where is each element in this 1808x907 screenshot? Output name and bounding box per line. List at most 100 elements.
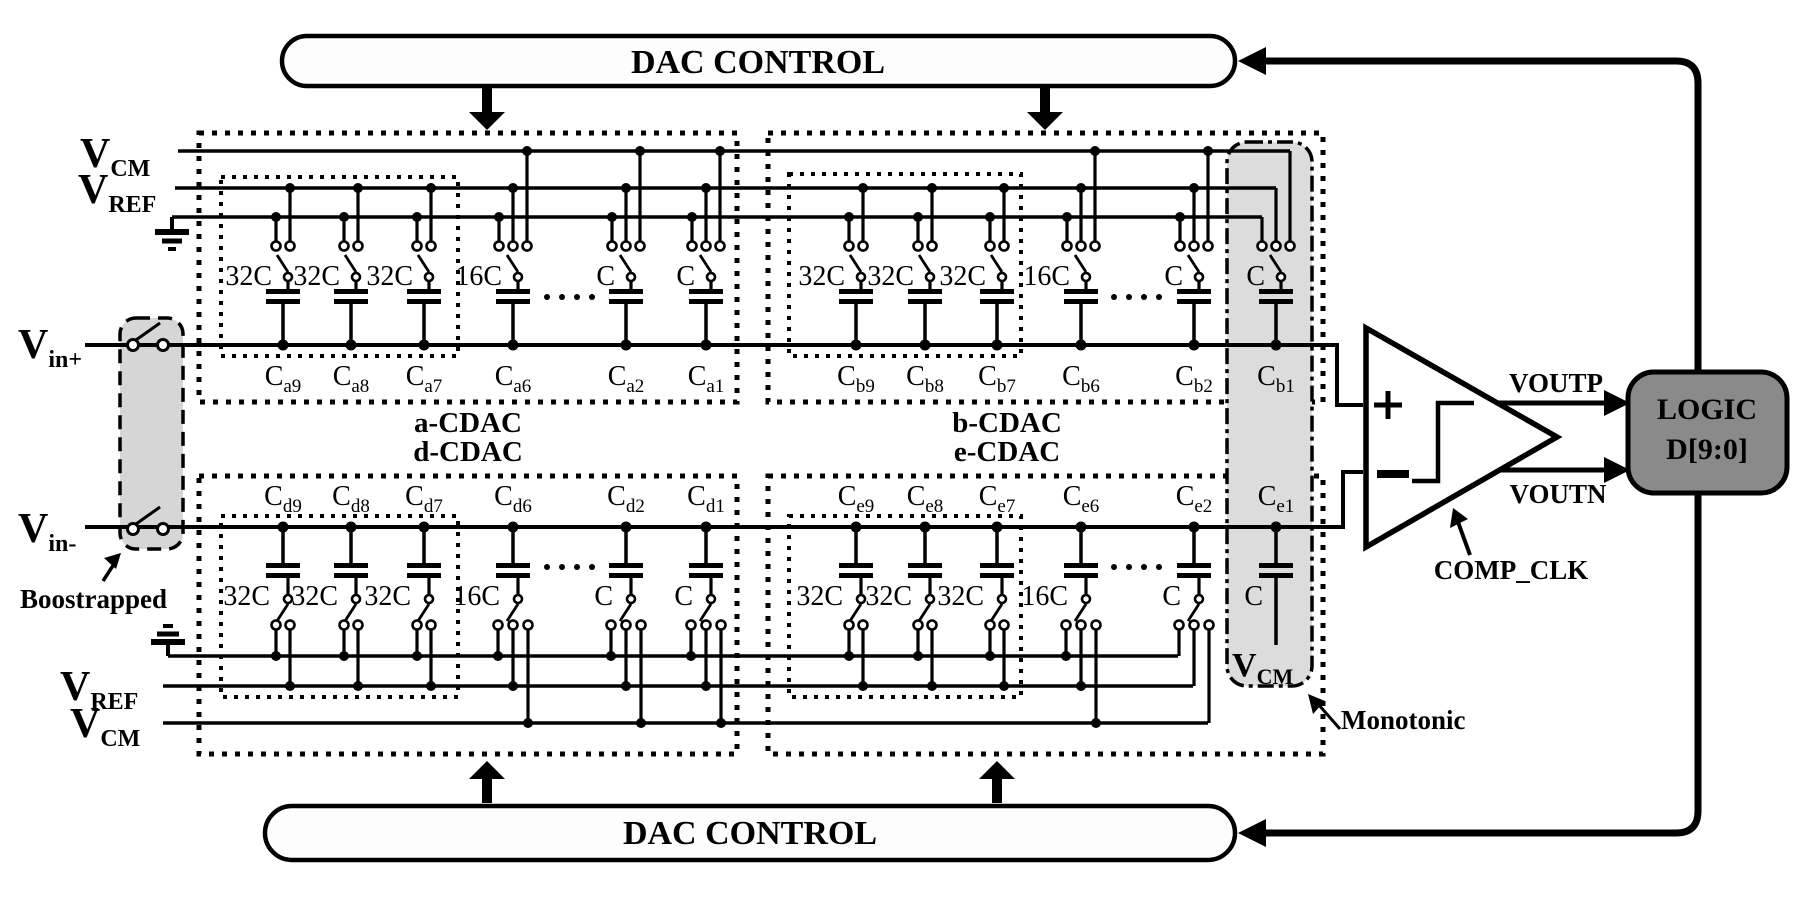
vcm-monotonic-label: VCM [1232,647,1293,689]
wire [1186,254,1201,273]
ellipsis-dot [1111,294,1117,300]
cap-plate [839,299,873,304]
switch-contact [926,240,938,252]
cap-plate [496,299,530,304]
junction-dot [494,212,504,222]
switch-blade [135,505,161,526]
cap-name-sub: b9 [856,376,875,397]
wire [505,603,520,622]
cap-name-label-b7: Cb7 [978,361,1016,397]
cap-name-main: C [978,361,997,392]
cap-name-label-b2: Cb2 [1175,361,1213,397]
cap-name-sub: e2 [1194,496,1212,517]
junction-dot [1061,651,1071,661]
dac-control-bottom-block: DAC CONTROL [262,761,1238,863]
cap-plate [980,573,1014,578]
cap-value-label-e1: C [1244,581,1263,612]
cap-name-sub: b6 [1081,376,1100,397]
b-cdac-outer-box [765,130,1326,405]
cap-plate [1177,289,1211,294]
junction-dot [508,681,518,691]
switch-contact [512,593,524,605]
cap-name-sub: a6 [513,376,531,397]
switch-contact [700,240,712,252]
switch-contact [686,240,698,252]
cap-name-sub: a8 [351,376,369,397]
a-cdac-label: a-CDAC [414,407,522,439]
cap-plate [334,289,368,294]
cap-value-label-a2: C [596,261,615,292]
cap-plate [334,299,368,304]
cap-plate [496,563,530,568]
comparator-outputs: VOUTP VOUTN [1498,368,1630,509]
ellipsis-dot [1156,294,1162,300]
cap-name-label-b8: Cb8 [906,361,944,397]
wire [343,603,358,622]
cap-name-main: C [332,481,351,512]
cap-value-label-a6: 16C [455,261,502,292]
arrow-up-icon [979,761,1015,803]
cap-name-main: C [608,361,627,392]
cap-name-label-b9: Cb9 [837,361,875,397]
ellipsis-dots [544,564,595,570]
cap-value-label-e2: C [1162,581,1181,612]
switch-contact [1174,240,1186,252]
cap-name-label-d6: Cd6 [494,481,532,517]
cap-name-label-a8: Ca8 [333,361,370,397]
cap-name-main: C [495,361,514,392]
wire [416,254,431,273]
dac-control-top-box [279,33,1238,89]
cap-name-sub: b7 [997,376,1016,397]
switch-contact [857,240,869,252]
switch-contact [270,240,282,252]
ellipsis-dot [544,564,550,570]
cap-name-sub: d7 [424,496,443,517]
cap-name-label-e2: Ce2 [1176,481,1213,517]
cap-column-e2: C Ce2 [1162,481,1215,723]
junction-dot [426,681,436,691]
cap-plate [689,573,723,578]
vcm-bottom-main: V [70,701,100,747]
cap-name-label-a2: Ca2 [608,361,645,397]
switch-contact [705,593,717,605]
cap-value-label-d6: 16C [453,581,500,612]
junction-dot [621,681,631,691]
cap-name-main: C [1063,481,1082,512]
vin-plus-main: V [18,322,48,368]
cap-name-main: C [333,361,352,392]
cap-plate [908,289,942,294]
cap-plate [1064,573,1098,578]
switch-contact [156,338,170,352]
ellipsis-dot [1141,294,1147,300]
cap-plate [1177,299,1211,304]
wire [275,603,290,622]
cap-plate [407,289,441,294]
logic-bus-label: D[9:0] [1666,433,1748,466]
cap-name-label-e9: Ce9 [838,481,875,517]
switch-contact [338,619,350,631]
logic-title: LOGIC [1657,393,1757,426]
sar-feedback-loop [1238,47,1702,847]
e-cdac-label: e-CDAC [954,436,1060,468]
switch-contact [705,271,717,283]
wire [989,254,1004,273]
switch-contact [411,240,423,252]
junction-dot [844,212,854,222]
switch-contact [1256,240,1268,252]
switch-contact [912,240,924,252]
cap-name-sub: d2 [626,496,645,517]
switch-contact [634,240,646,252]
comparator [1363,323,1563,552]
switch-contact [1080,271,1092,283]
junction-dot [353,183,363,193]
switch-contact [1090,619,1102,631]
